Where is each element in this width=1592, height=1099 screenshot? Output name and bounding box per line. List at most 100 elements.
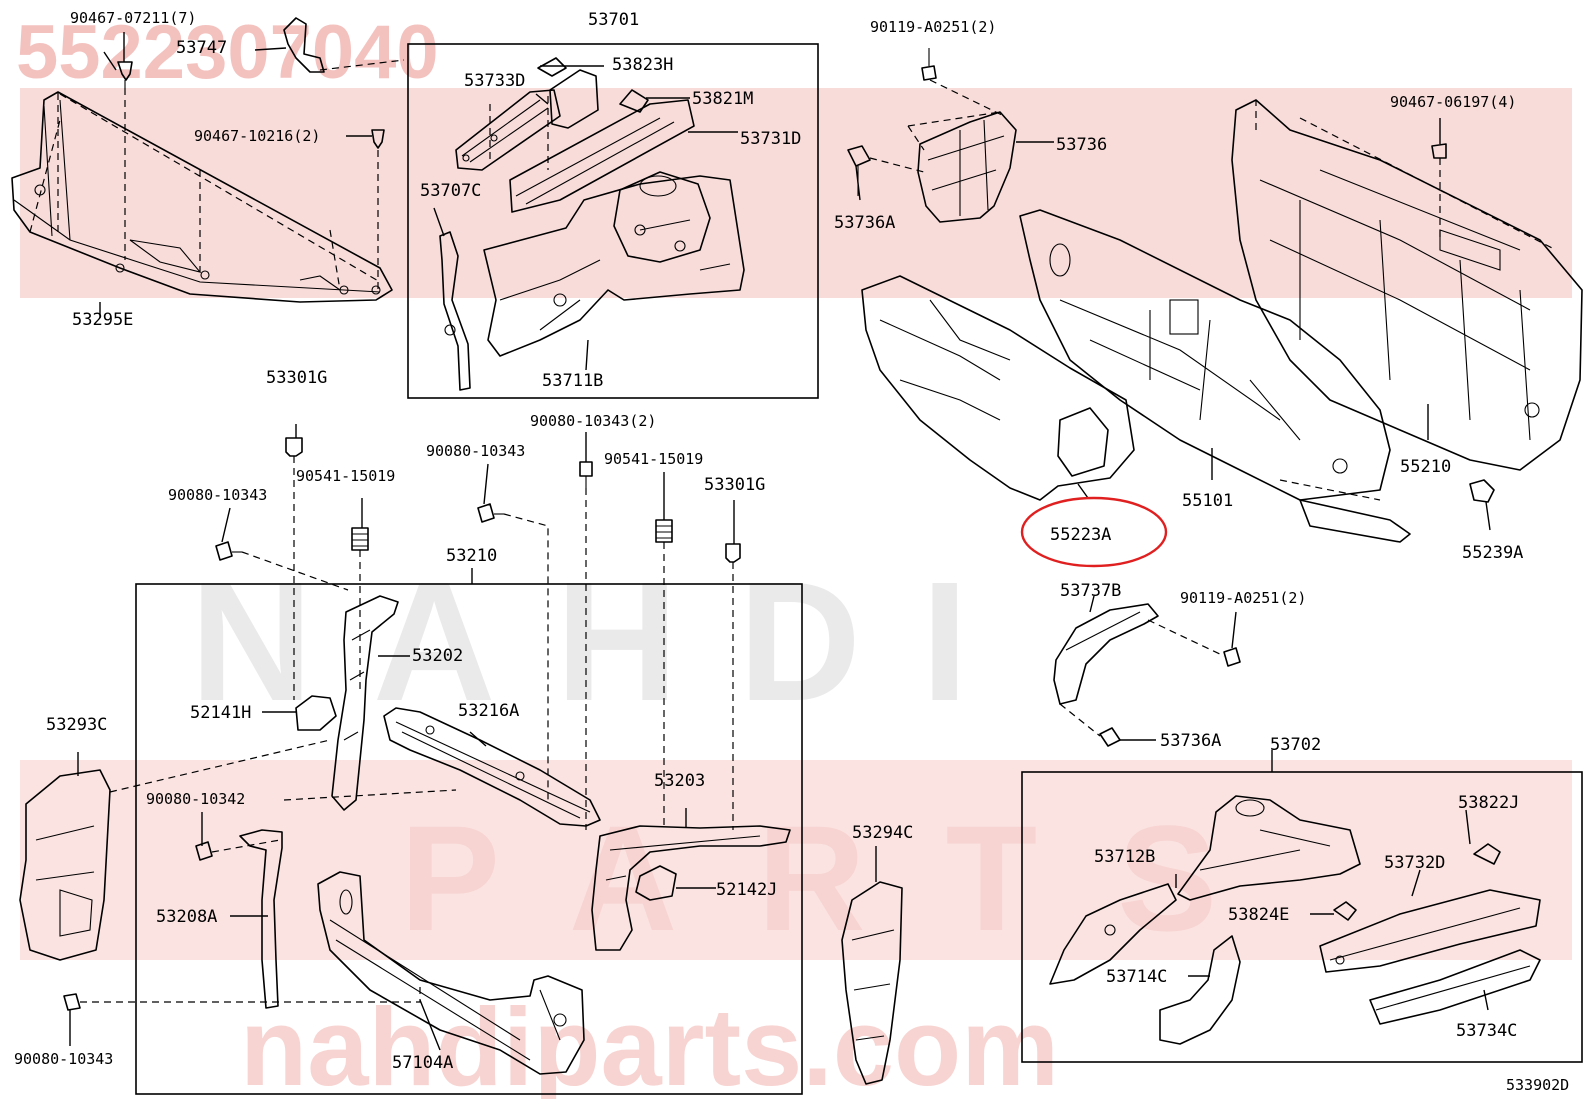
watermark-top-band (20, 88, 1572, 298)
part-53712B (1049, 883, 1177, 985)
clip-90467-06197 (1431, 143, 1447, 159)
group-box-53210 (135, 583, 803, 1095)
label-53707C: 53707C (420, 181, 481, 201)
label-90080-10343-left: 90080-10343 (168, 486, 267, 504)
label-53712B: 53712B (1094, 847, 1155, 867)
part-53711-apron (1177, 795, 1361, 901)
bracket-53747 (283, 17, 325, 73)
label-90541-15019-left: 90541-15019 (296, 467, 395, 485)
label-90119-A0251-top: 90119-A0251(2) (870, 18, 996, 36)
part-53216A-upper-support (383, 707, 601, 827)
label-53301G-right: 53301G (704, 475, 765, 495)
label-53203: 53203 (654, 771, 705, 791)
part-53734C (1369, 949, 1541, 1025)
label-53202: 53202 (412, 646, 463, 666)
part-57104A-lower-support (317, 871, 585, 1075)
label-90080-10342: 90080-10342 (146, 790, 245, 808)
label-53210: 53210 (446, 546, 497, 566)
watermark-website: nahdiparts.com (240, 986, 1059, 1099)
label-90080-10343-2: 90080-10343(2) (530, 412, 656, 430)
label-53824E: 53824E (1228, 905, 1289, 925)
part-53711B (483, 171, 745, 357)
label-55210: 55210 (1400, 457, 1451, 477)
label-53747: 53747 (176, 38, 227, 58)
part-55239A-retainer (1469, 479, 1495, 503)
label-55101: 55101 (1182, 491, 1233, 511)
part-53737B-cover (1053, 603, 1159, 705)
group-box-53701 (407, 43, 819, 399)
clip-90467-07211 (117, 61, 133, 88)
label-53711B: 53711B (542, 371, 603, 391)
label-90467-10216: 90467-10216(2) (194, 127, 320, 145)
part-53736-duct (917, 111, 1017, 223)
part-53203-support-side-right (591, 825, 791, 951)
bolt-90119-A0251-top (921, 48, 937, 81)
part-53824E (1333, 901, 1357, 921)
label-53736A-top: 53736A (834, 213, 895, 233)
label-53823H: 53823H (612, 55, 673, 75)
label-53714C: 53714C (1106, 967, 1167, 987)
watermark-bottom-band (20, 760, 1572, 960)
label-53216A: 53216A (458, 701, 519, 721)
label-53294C: 53294C (852, 823, 913, 843)
label-53737B: 53737B (1060, 581, 1121, 601)
part-53294C-seal (841, 881, 903, 1085)
bolt-90080-10343-center (477, 503, 504, 523)
label-52142J: 52142J (716, 880, 777, 900)
part-55101-dash-panel (1019, 209, 1411, 543)
label-53822J: 53822J (1458, 793, 1519, 813)
clip-90467-10216 (371, 129, 385, 149)
label-90080-10343-center: 90080-10343 (426, 442, 525, 460)
watermark-parts-word: PARTS (400, 794, 1297, 962)
label-57104A: 57104A (392, 1053, 453, 1073)
part-53823H (537, 57, 567, 77)
part-53208A-brace (239, 829, 283, 1009)
stopper-53301G-left (285, 437, 303, 457)
diagram-code: 533902D (1506, 1076, 1569, 1094)
watermark-part-number: 5522307040 (16, 10, 439, 95)
bolt-90080-10343-bottom (63, 993, 81, 1011)
label-53821M: 53821M (692, 89, 753, 109)
part-55223A-silencer (861, 275, 1135, 501)
label-53701: 53701 (588, 10, 639, 30)
part-53822J (1473, 843, 1501, 865)
bolt-90119-A0251-lower (1223, 647, 1241, 667)
bolt-90080-10343-2 (579, 461, 593, 488)
label-90467-06197: 90467-06197(4) (1390, 93, 1516, 111)
label-53733D: 53733D (464, 71, 525, 91)
label-55239A: 55239A (1462, 543, 1523, 563)
label-53731D: 53731D (740, 129, 801, 149)
part-53731D (509, 69, 695, 213)
part-53293C-seal (19, 769, 111, 961)
label-90467-07211: 90467-07211(7) (70, 9, 196, 27)
bolt-90080-10343-left (215, 541, 242, 561)
part-53202-support-side (331, 595, 399, 811)
part-55210-insulator (1231, 99, 1583, 471)
label-53734C: 53734C (1456, 1021, 1517, 1041)
group-box-53702 (1021, 771, 1583, 1063)
highlight-ring-55223A (1020, 496, 1168, 568)
label-53736A-lower: 53736A (1160, 731, 1221, 751)
bolt-90080-10342 (195, 841, 213, 861)
part-52142J-bracket (635, 865, 677, 901)
part-53707C (439, 231, 471, 391)
part-52141H-bracket (295, 695, 337, 731)
stopper-53301G-right (725, 543, 741, 563)
label-90080-10343-bottom: 90080-10343 (14, 1050, 113, 1068)
label-53732D: 53732D (1384, 853, 1445, 873)
label-53301G-left: 53301G (266, 368, 327, 388)
cushion-90541-15019-right (655, 519, 673, 543)
label-53295E: 53295E (72, 310, 133, 330)
label-53702: 53702 (1270, 735, 1321, 755)
watermark-brand-word: NAHDI (190, 547, 1028, 737)
part-53714C (1159, 935, 1241, 1045)
label-53736: 53736 (1056, 135, 1107, 155)
label-90119-A0251-lower: 90119-A0251(2) (1180, 589, 1306, 607)
label-55223A: 55223A (1050, 525, 1111, 545)
label-52141H: 52141H (190, 703, 251, 723)
part-53733D (455, 89, 561, 171)
part-53732D (1319, 889, 1541, 973)
